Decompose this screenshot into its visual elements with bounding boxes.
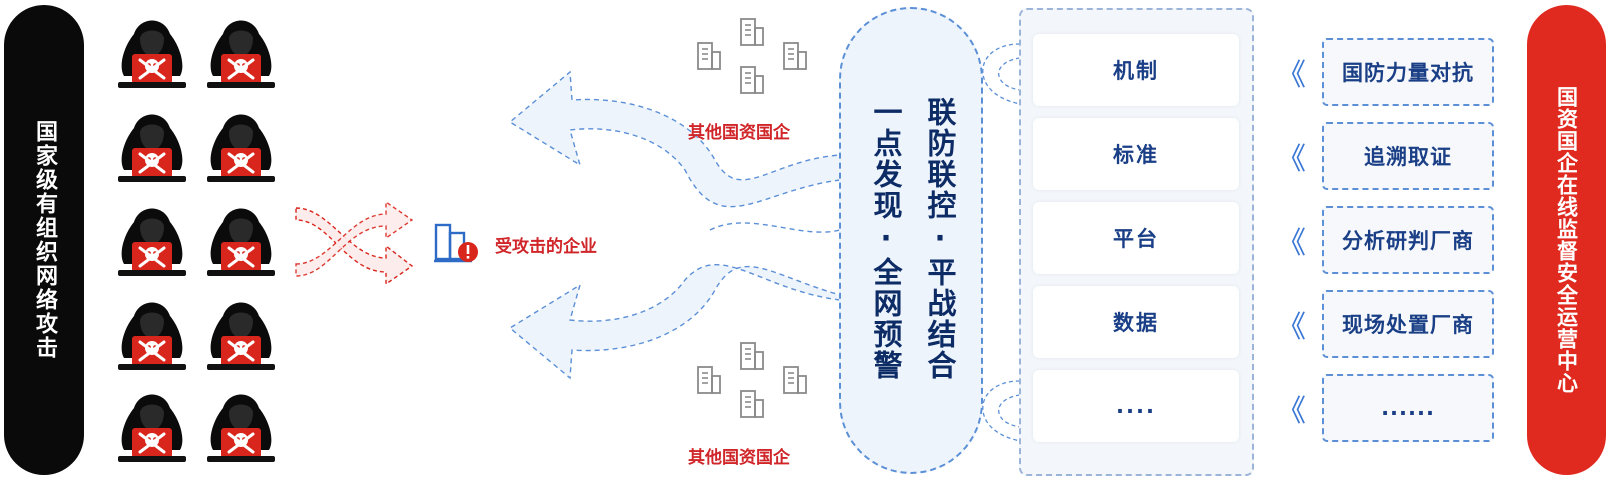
support-party-item: ......	[1322, 374, 1494, 442]
hacker-icon	[110, 194, 194, 278]
hacker-icon	[110, 380, 194, 464]
double-chevron-left-icon: 《	[1276, 310, 1306, 345]
attacked-enterprise-label: 受攻击的企业	[495, 237, 597, 257]
building-icon	[738, 340, 766, 372]
hacker-icon	[199, 6, 283, 90]
connector-loop-top	[982, 43, 1021, 105]
other-enterprises-label-top: 其他国资国企	[688, 123, 790, 143]
connector-loop-bottom	[982, 380, 1021, 442]
capability-item: ....	[1033, 370, 1239, 442]
support-party-item: 分析研判厂商	[1322, 206, 1494, 274]
building-icon	[781, 364, 809, 396]
capsule-text-right: 联防联控·平战结合	[923, 97, 957, 381]
capsule-text-left: 一点发现·全网预警	[869, 97, 903, 381]
building-icon	[738, 388, 766, 420]
propagation-arrows	[510, 70, 841, 380]
double-chevron-left-icon: 《	[1276, 226, 1306, 261]
capability-item: 机制	[1033, 34, 1239, 106]
building-icon	[781, 40, 809, 72]
hacker-icon	[110, 6, 194, 90]
capability-item: 平台	[1033, 202, 1239, 274]
support-party-item: 国防力量对抗	[1322, 38, 1494, 106]
hacker-icon	[199, 194, 283, 278]
building-icon	[738, 64, 766, 96]
attacked-enterprise-icon	[434, 223, 478, 263]
double-chevron-left-icon: 《	[1276, 142, 1306, 177]
hacker-icon	[110, 288, 194, 372]
hacker-icon	[199, 380, 283, 464]
attacker-label-pill: 国家级有组织网络攻击	[4, 5, 84, 475]
support-party-item: 现场处置厂商	[1322, 290, 1494, 358]
hacker-icon	[110, 100, 194, 184]
hacker-icon	[199, 100, 283, 184]
operations-center-label: 国资国企在线监督安全运营中心	[1554, 86, 1579, 394]
support-party-item: 追溯取证	[1322, 122, 1494, 190]
double-chevron-left-icon: 《	[1276, 58, 1306, 93]
building-icon	[695, 364, 723, 396]
attacker-label: 国家级有组织网络攻击	[32, 120, 57, 360]
double-chevron-left-icon: 《	[1276, 394, 1306, 429]
building-icon	[695, 40, 723, 72]
other-enterprises-label-bottom: 其他国资国企	[688, 448, 790, 468]
operations-center-pill: 国资国企在线监督安全运营中心	[1527, 5, 1606, 475]
capability-item: 标准	[1033, 118, 1239, 190]
building-icon	[738, 16, 766, 48]
capability-item: 数据	[1033, 286, 1239, 358]
joint-defense-capsule: 联防联控·平战结合 一点发现·全网预警	[839, 7, 983, 474]
attack-arrows	[295, 200, 414, 286]
hacker-icon	[199, 288, 283, 372]
